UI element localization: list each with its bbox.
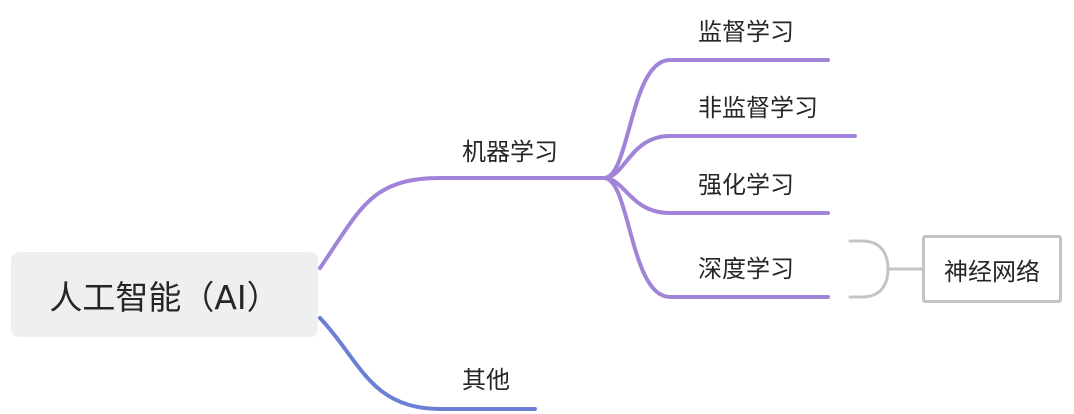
summary-node-neural-network[interactable]: 神经网络	[922, 235, 1062, 303]
root-node[interactable]: 人工智能（AI）	[11, 252, 318, 337]
topic-other-label: 其他	[462, 366, 510, 394]
topic-machine-learning[interactable]: 机器学习	[462, 136, 558, 168]
topic-machine-learning-label: 机器学习	[462, 138, 558, 166]
connector-root-to-other	[318, 316, 537, 411]
subtopic-reinforcement-learning[interactable]: 强化学习	[698, 169, 794, 201]
subtopic-supervised-learning[interactable]: 监督学习	[698, 16, 794, 48]
subtopic-supervised-learning-label: 监督学习	[698, 18, 794, 46]
subtopic-reinforcement-learning-label: 强化学习	[698, 171, 794, 199]
connector-to-deep-learning	[602, 176, 830, 299]
root-node-label: 人工智能（AI）	[49, 277, 280, 317]
connector-root-to-machine-learning	[318, 176, 594, 270]
connector-to-unsupervised	[602, 134, 857, 180]
subtopic-deep-learning-label: 深度学习	[698, 255, 794, 283]
connector-to-supervised	[602, 58, 830, 180]
subtopic-deep-learning[interactable]: 深度学习	[698, 253, 794, 285]
summary-node-neural-network-label: 神经网络	[944, 257, 1040, 286]
subtopic-unsupervised-learning[interactable]: 非监督学习	[698, 92, 818, 124]
summary-brace	[848, 239, 890, 299]
topic-other[interactable]: 其他	[462, 364, 510, 396]
subtopic-unsupervised-learning-label: 非监督学习	[698, 94, 818, 122]
